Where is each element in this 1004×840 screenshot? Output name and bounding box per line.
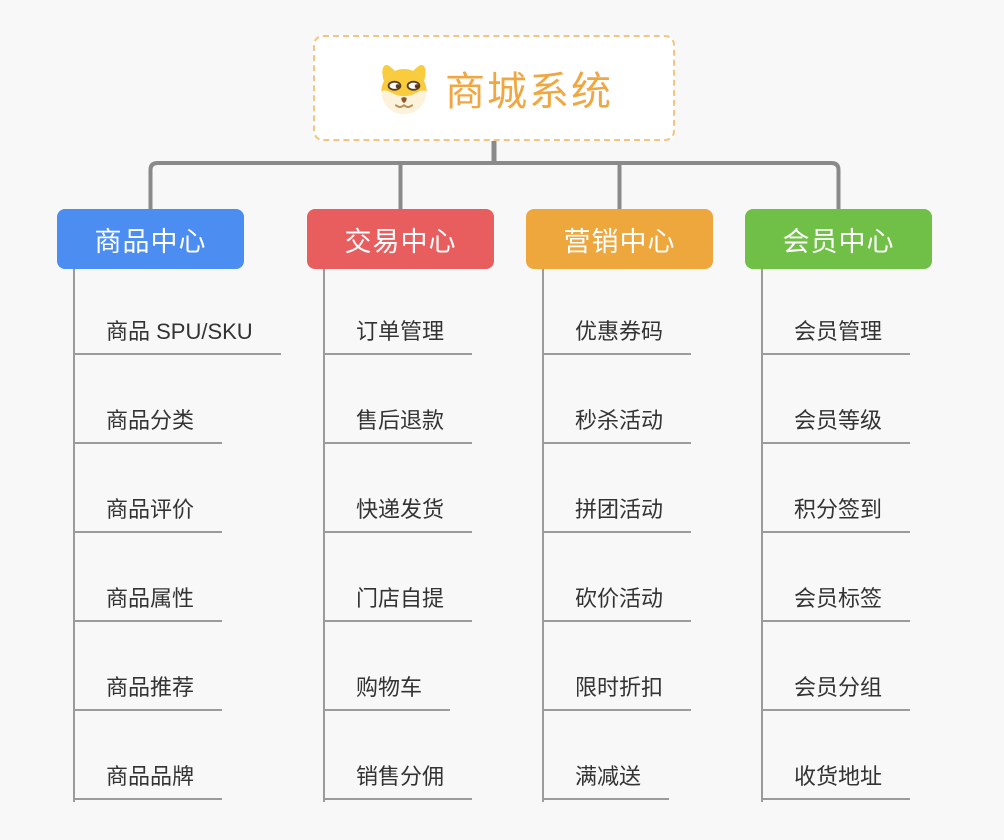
subtopic[interactable]: 限时折扣 bbox=[542, 673, 692, 711]
subtopic[interactable]: 会员标签 bbox=[761, 584, 911, 622]
subtopic[interactable]: 商品分类 bbox=[73, 406, 223, 444]
subtopic[interactable]: 收货地址 bbox=[761, 762, 911, 800]
subtopic[interactable]: 商品推荐 bbox=[73, 673, 223, 711]
subtopic[interactable]: 会员管理 bbox=[761, 317, 911, 355]
branch-connector-line bbox=[542, 269, 544, 802]
subtopic[interactable]: 订单管理 bbox=[323, 317, 473, 355]
root-topic[interactable]: 商城系统 bbox=[313, 35, 675, 141]
branch-topic-member-center[interactable]: 会员中心 bbox=[745, 209, 932, 269]
subtopic[interactable]: 售后退款 bbox=[323, 406, 473, 444]
branch-bus-line bbox=[148, 161, 841, 209]
subtopic[interactable]: 购物车 bbox=[323, 673, 451, 711]
subtopic[interactable]: 商品属性 bbox=[73, 584, 223, 622]
subtopic[interactable]: 商品 SPU/SKU bbox=[73, 317, 281, 355]
branch-topic-product-center[interactable]: 商品中心 bbox=[57, 209, 244, 269]
subtopic[interactable]: 会员分组 bbox=[761, 673, 911, 711]
branch-topic-trade-center[interactable]: 交易中心 bbox=[307, 209, 494, 269]
subtopic[interactable]: 优惠券码 bbox=[542, 317, 692, 355]
subtopic[interactable]: 商品品牌 bbox=[73, 762, 223, 800]
branch-connector-line bbox=[761, 269, 763, 802]
subtopic[interactable]: 商品评价 bbox=[73, 495, 223, 533]
subtopic[interactable]: 满减送 bbox=[542, 762, 670, 800]
subtopic[interactable]: 拼团活动 bbox=[542, 495, 692, 533]
subtopic[interactable]: 砍价活动 bbox=[542, 584, 692, 622]
branch-connector-line bbox=[73, 269, 75, 802]
root-title: 商城系统 bbox=[445, 70, 613, 114]
dog-icon bbox=[375, 59, 433, 117]
branch-connector-line bbox=[323, 269, 325, 802]
branch-topic-marketing-center[interactable]: 营销中心 bbox=[526, 209, 713, 269]
subtopic[interactable]: 积分签到 bbox=[761, 495, 911, 533]
subtopic[interactable]: 销售分佣 bbox=[323, 762, 473, 800]
subtopic[interactable]: 秒杀活动 bbox=[542, 406, 692, 444]
subtopic[interactable]: 快递发货 bbox=[323, 495, 473, 533]
subtopic[interactable]: 会员等级 bbox=[761, 406, 911, 444]
subtopic[interactable]: 门店自提 bbox=[323, 584, 473, 622]
